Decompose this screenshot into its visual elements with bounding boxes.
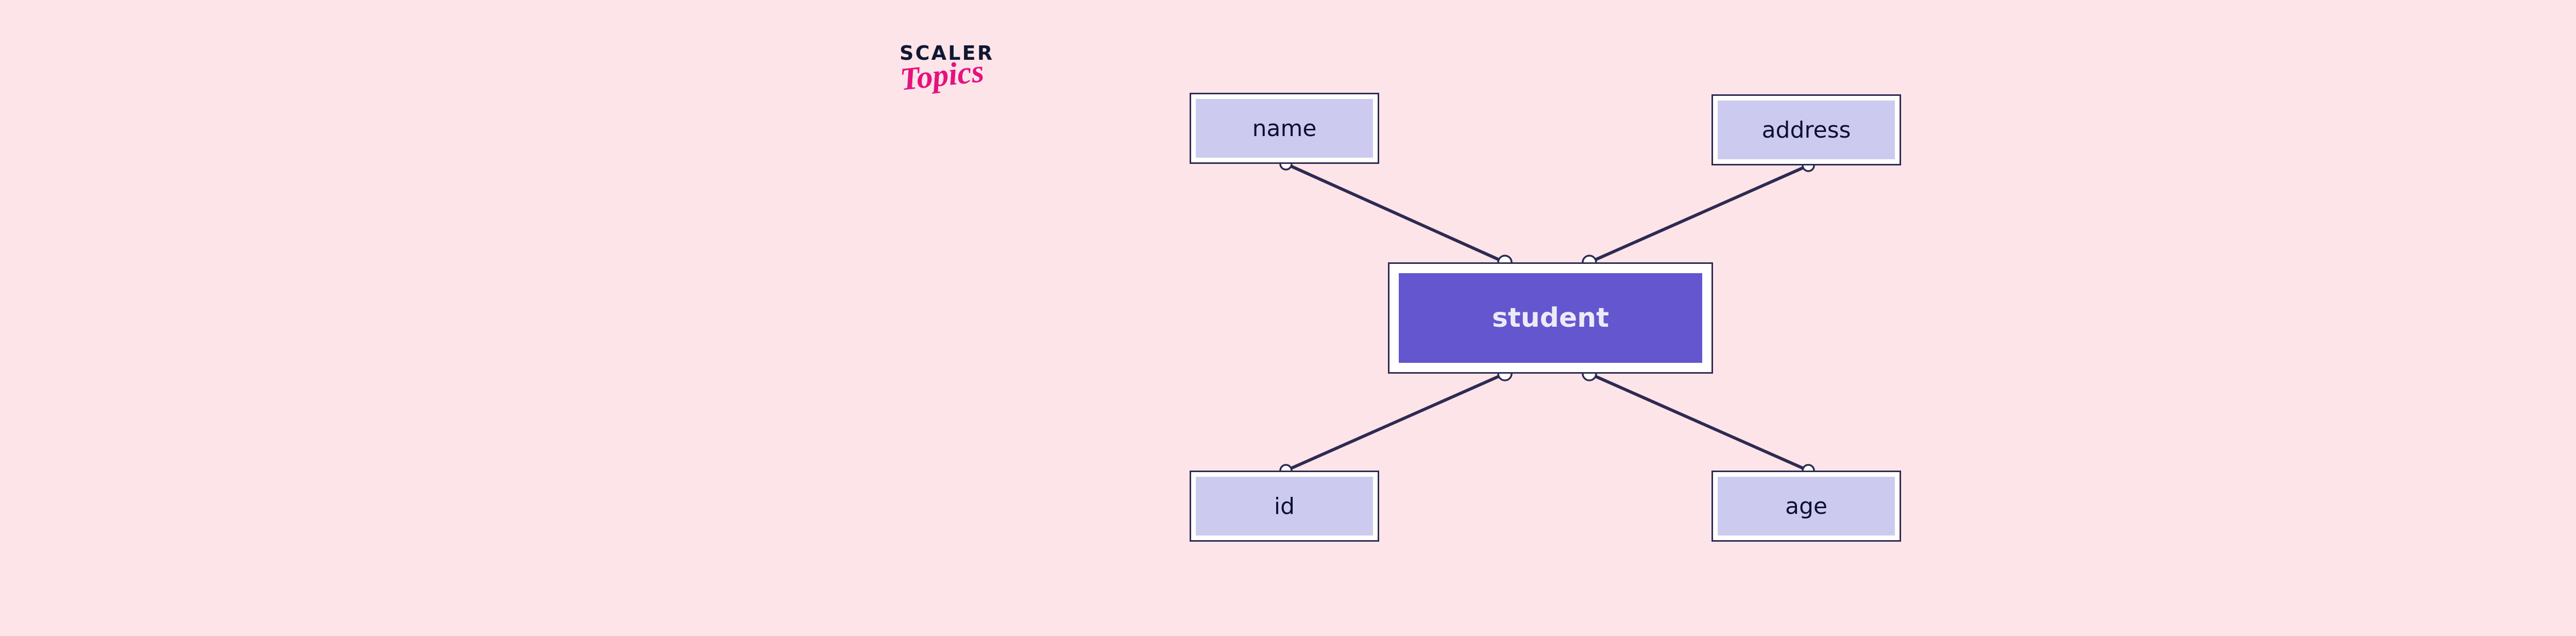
entity-box-student[interactable]: student	[1388, 262, 1713, 374]
attribute-label: address	[1761, 116, 1851, 143]
attribute-fill: id	[1196, 477, 1373, 535]
edge-id-student	[1284, 372, 1506, 472]
attribute-fill: address	[1718, 101, 1895, 159]
edge-address-student	[1588, 164, 1810, 264]
attribute-box-age[interactable]: age	[1711, 471, 1901, 542]
attribute-label: id	[1274, 493, 1295, 520]
attribute-fill: name	[1196, 99, 1373, 158]
attribute-label: age	[1785, 493, 1827, 520]
attribute-label: name	[1252, 115, 1317, 142]
attribute-box-id[interactable]: id	[1190, 471, 1379, 542]
attribute-box-name[interactable]: name	[1190, 93, 1379, 164]
logo-scaler-text: SCALER	[900, 42, 994, 64]
edge-age-student	[1588, 372, 1810, 472]
attribute-fill: age	[1718, 477, 1895, 535]
entity-label: student	[1492, 303, 1609, 333]
scaler-topics-logo: SCALER Topics	[899, 43, 1032, 115]
attribute-box-address[interactable]: address	[1711, 94, 1901, 165]
entity-fill: student	[1399, 273, 1702, 363]
edge-name-student	[1284, 162, 1506, 264]
